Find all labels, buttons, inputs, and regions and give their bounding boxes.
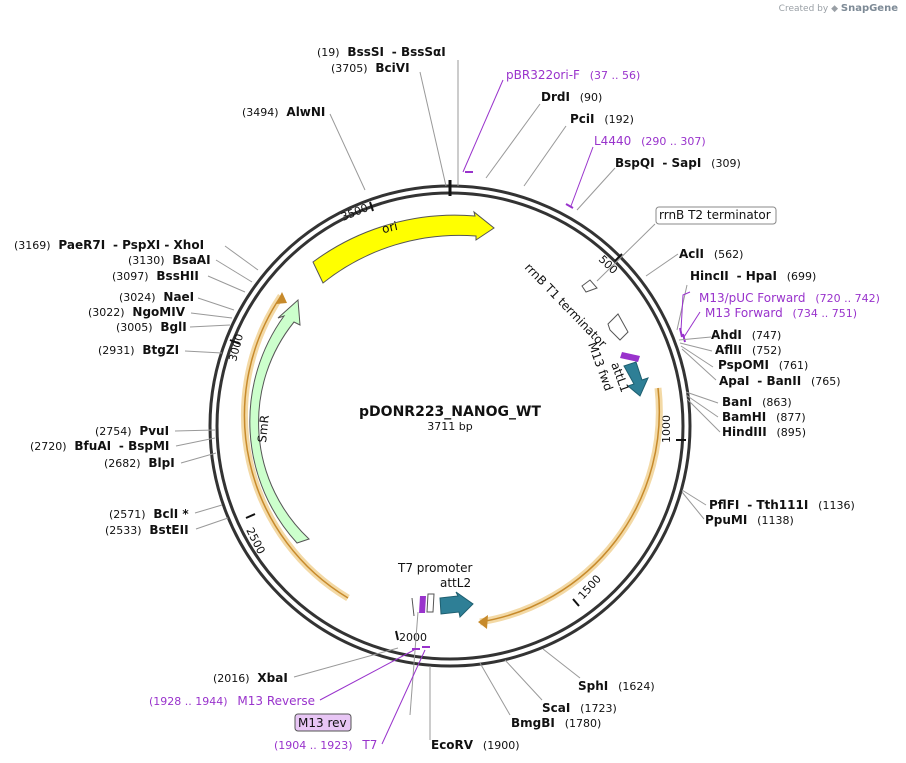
site-sphi: SphI (1624) [578, 679, 655, 693]
tick-label-3500: 3500 [339, 201, 370, 224]
m13-puc-forward-primer-mark [679, 327, 683, 338]
rrnb-t2-terminator-arrow [581, 279, 598, 293]
tick-label-1000: 1000 [660, 415, 673, 443]
watermark-brand: SnapGene [840, 3, 898, 14]
plasmid-name: pDONR223_NANOG_WT [359, 404, 541, 420]
tick-label-2000: 2000 [399, 631, 427, 644]
tick-label-3000: 3000 [226, 332, 246, 362]
m13-rev-box [294, 713, 352, 732]
attl2-label: attL2 [440, 576, 471, 590]
snapgene-watermark: Created by ◆ SnapGene [779, 3, 898, 14]
rrnb-t2-terminator-label: rrnB T2 terminator [659, 208, 771, 222]
primer-connector-lines [319, 79, 701, 745]
primer-l4440: L4440 (290 .. 307) [594, 134, 706, 148]
site-bani: BanI (863) [722, 395, 792, 409]
left-connector-lines [174, 60, 459, 678]
site-bcivi: (3705) BciVI [331, 61, 410, 75]
plasmid-size: 3711 bp [427, 420, 472, 433]
site-bspqi: BspQI - SapI (309) [615, 156, 741, 170]
site-naei: (3024) NaeI [119, 290, 194, 304]
site-alwni: (3494) AlwNI [242, 105, 325, 119]
orf-arrowhead-right [478, 615, 488, 629]
site-apai: ApaI - BanII (765) [719, 374, 841, 388]
site-paer7i: (3169) PaeR7I - PspXI - XhoI [14, 238, 204, 252]
site-bamhi: BamHI (877) [722, 410, 806, 424]
site-btgzi: (2931) BtgZI [98, 343, 179, 357]
smr-label: SmR [255, 414, 272, 443]
site-bsssi: (19) BssSI - BssSαI [317, 45, 446, 59]
position-ticks [229, 201, 686, 641]
site-pflfi: PflFI - Tth111I (1136) [709, 498, 855, 512]
site-blpi: (2682) BlpI [104, 456, 175, 470]
site-pcii: PciI (192) [570, 112, 634, 126]
rrnb-t2-terminator-box [655, 206, 777, 225]
orf-arrowhead-left [276, 292, 287, 304]
primer-t7: (1904 .. 1923) T7 [274, 738, 377, 752]
site-scai: ScaI (1723) [542, 701, 617, 715]
site-ngomiv: (3022) NgoMIV [88, 305, 186, 319]
m13-forward-primer-mark [682, 333, 686, 343]
site-bfuai: (2720) BfuAI - BspMI [30, 439, 169, 453]
site-bsshii: (3097) BssHII [112, 269, 199, 283]
right-site-labels: DrdI (90) PciI (192) BspQI - SapI (309) … [431, 90, 855, 752]
site-drdi: DrdI (90) [541, 90, 602, 104]
t7-promoter-label: T7 promoter [397, 561, 473, 575]
site-xbai: (2016) XbaI [213, 671, 288, 685]
site-bgli: (3005) BglI [116, 320, 187, 334]
site-bsaai: (3130) BsaAI [128, 253, 211, 267]
primer-pbr322ori-f: pBR322ori-F (37 .. 56) [506, 68, 640, 82]
primer-m13-puc-forward: M13/pUC Forward (720 .. 742) [699, 291, 880, 305]
primer-m13-reverse: (1928 .. 1944) M13 Reverse [149, 694, 315, 708]
site-ecorv: EcoRV (1900) [431, 738, 520, 752]
tick-label-500: 500 [596, 253, 620, 277]
rrnb-t1-terminator-arrow [607, 313, 629, 341]
site-hincii: HincII - HpaI (699) [690, 269, 816, 283]
site-acli: AclI (562) [679, 247, 743, 261]
right-connector-lines [429, 103, 721, 740]
site-pspomi: PspOMI (761) [718, 358, 808, 372]
primer-labels: pBR322ori-F (37 .. 56) L4440 (290 .. 307… [149, 68, 880, 752]
site-ahdi: AhdI (747) [711, 328, 781, 342]
rrnb-t1-terminator-label: rrnB T1 terminator [522, 260, 610, 350]
m13-rev-label: M13 rev [298, 716, 347, 730]
watermark-prefix: Created by [778, 4, 829, 14]
smr-feature-arrow [249, 298, 310, 544]
orf-arc-right [479, 387, 663, 626]
l4440-primer-mark [565, 203, 574, 209]
t7-promoter-mark [426, 593, 435, 613]
primer-m13-forward: M13 Forward (734 .. 751) [705, 306, 857, 320]
m13-rev-primer-mark [419, 596, 426, 613]
attl1-feature-arrow [623, 361, 649, 397]
site-hindiii: HindIII (895) [722, 425, 806, 439]
site-pvui: (2754) PvuI [95, 424, 169, 438]
site-bcli: (2571) BclI * [109, 507, 189, 521]
m13-fwd-primer-mark [620, 352, 640, 362]
site-bmgbi: BmgBI (1780) [511, 716, 601, 730]
attl2-feature-arrow [439, 591, 474, 619]
site-bsteii: (2533) BstEII [105, 523, 189, 537]
left-site-labels: (19) BssSI - BssSαI (3705) BciVI (3494) … [14, 45, 446, 685]
ori-feature-arrow [312, 210, 495, 284]
snapgene-logo-icon: ◆ [831, 4, 838, 14]
site-aflii: AflII (752) [715, 343, 782, 357]
site-ppumi: PpuMI (1138) [705, 513, 794, 527]
ori-label: ori [380, 219, 399, 236]
